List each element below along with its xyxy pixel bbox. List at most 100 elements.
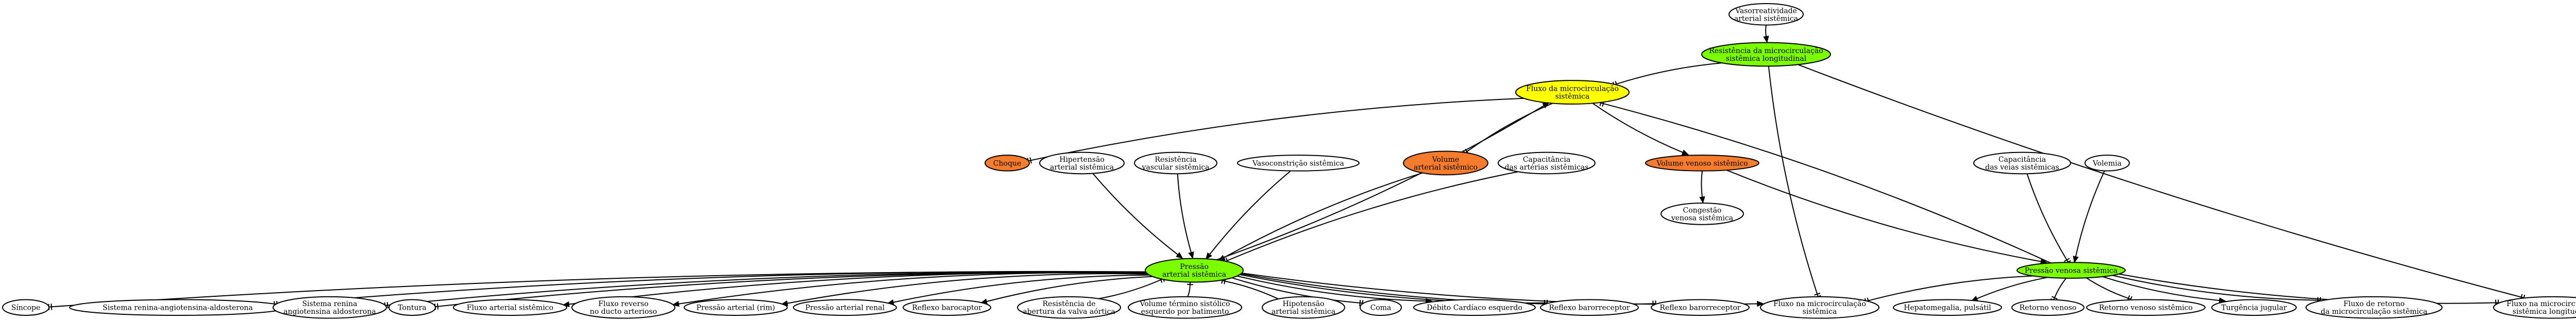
node-pa-renal: Pressão arterial renal <box>793 299 897 316</box>
edge-line <box>1098 280 1158 299</box>
arrowhead-icon <box>1763 36 1769 43</box>
node-label: Pressão <box>1180 263 1209 271</box>
node-sincope: Síncope <box>2 299 49 316</box>
edge-line <box>1092 173 1178 255</box>
node-label: Volume término sistólico <box>1139 300 1230 308</box>
edge-line <box>1224 172 1423 258</box>
node-pa-rim: Pressão arterial (rim) <box>684 299 788 316</box>
node-ellipse <box>2 299 49 316</box>
edge-line <box>2055 278 2067 295</box>
node-label: Congestão <box>1683 206 1722 214</box>
node-ellipse <box>1701 42 1831 67</box>
node-label: arterial sistêmica <box>1050 163 1114 172</box>
edge-line <box>679 272 1147 305</box>
edge-line <box>2112 275 2314 301</box>
edge-pressao_ven-to-hepato <box>1970 277 2048 301</box>
node-label: Coma <box>1370 304 1392 312</box>
node-retorno-ven: Retorno venoso <box>2011 299 2084 316</box>
node-label: Volume venoso sistêmico <box>1656 159 1748 167</box>
edge-pressao_ven-to-turgencia <box>2102 276 2227 304</box>
tee-head-icon <box>436 303 439 310</box>
node-vol-ven: Volume venoso sistêmico <box>1645 155 1759 172</box>
edge-fluxo_micro-to-vol_art <box>1463 103 1553 156</box>
arrowhead-icon <box>1188 251 1194 259</box>
node-label: Pressão arterial renal <box>805 304 885 312</box>
node-ellipse <box>453 299 567 316</box>
edge-line <box>1619 62 1722 83</box>
node-ellipse <box>1145 258 1244 283</box>
node-reflexo-baro3: Reflexo barorreceptor <box>1651 299 1750 316</box>
tee-head-icon <box>2052 296 2058 300</box>
edge-line <box>893 274 1150 303</box>
node-volemia: Volemia <box>2084 155 2130 172</box>
node-ellipse <box>1237 155 1360 172</box>
edge-line <box>1469 103 1553 150</box>
edge-line <box>1034 97 1524 160</box>
arrowhead-icon <box>2073 256 2079 263</box>
edge-line <box>1976 277 2048 299</box>
edge-line <box>1216 105 1545 261</box>
node-label: venosa sistêmica <box>1671 214 1733 222</box>
node-ellipse <box>2493 296 2576 319</box>
node-label: Tontura <box>398 304 426 312</box>
node-label: esquerdo por batimento <box>1141 308 1229 316</box>
node-label: Reflexo barorreceptor <box>1549 304 1630 312</box>
node-label: arterial sistêmico <box>1414 163 1478 172</box>
node-label: Capacitância <box>1523 156 1570 164</box>
node-label: Turgência jugular <box>2221 304 2287 312</box>
node-label: Pressão venosa sistêmica <box>2025 267 2117 275</box>
tee-head-icon <box>50 304 53 310</box>
edge-line <box>2086 277 2125 298</box>
node-ellipse <box>1651 299 1750 316</box>
tee-head-icon <box>2063 258 2070 262</box>
arrowhead-icon <box>1176 252 1183 259</box>
edge-line <box>1236 275 1426 302</box>
node-label: das veias sistêmicas <box>1985 163 2059 172</box>
node-label: sistêmica longitudinal <box>2513 308 2576 316</box>
edge-fluxo_micro-to-vol_ven <box>1592 103 1689 155</box>
node-ellipse <box>2306 296 2443 319</box>
edge-resist_micro-to-fluxo_micro2 <box>1768 66 1821 298</box>
node-label: Choque <box>993 159 1021 167</box>
node-label: Reflexo barocaptor <box>912 304 982 312</box>
node-label: Hipotensão <box>1283 300 1325 308</box>
node-ellipse <box>1360 299 1402 316</box>
node-label: vascular sistêmica <box>1142 163 1210 172</box>
node-ellipse <box>1660 203 1744 225</box>
node-label: sistêmica <box>1555 93 1590 101</box>
edge-cap_ven-to-pressao_ven <box>2026 173 2071 264</box>
node-label: Fluxo na microcirculação <box>2506 300 2576 308</box>
node-ellipse <box>1498 151 1596 175</box>
edge-line <box>280 271 1146 305</box>
node-ellipse <box>2086 299 2206 316</box>
edge-vol_ven-to-pressao_ven <box>1726 170 2048 265</box>
node-label: Reflexo barorreceptor <box>1659 304 1740 312</box>
edge-pressao_art-to-fluxo_micro <box>1216 102 1550 261</box>
node-choque: Choque <box>985 155 1030 172</box>
edge-line <box>1798 64 2518 297</box>
node-label: Resistência <box>1155 156 1196 164</box>
edge-line <box>1701 171 1703 197</box>
node-ellipse <box>903 299 991 316</box>
node-label: Fluxo arterial sistêmico <box>467 304 553 312</box>
edge-line <box>2075 171 2105 257</box>
tee-head-icon <box>1187 283 1193 285</box>
node-ellipse <box>1540 299 1639 316</box>
node-label: no ducto arterioso <box>590 308 657 316</box>
edge-vol_term-to-pressao_art <box>1187 281 1194 297</box>
node-ellipse <box>2211 299 2297 316</box>
edge-resist_vasc-to-pressao_art <box>1177 174 1194 259</box>
node-retorno-ven-sist: Retorno venoso sistêmico <box>2086 299 2206 316</box>
node-coma: Coma <box>1360 299 1402 316</box>
edge-resist_micro-to-fluxo_micro_long <box>1798 64 2526 301</box>
